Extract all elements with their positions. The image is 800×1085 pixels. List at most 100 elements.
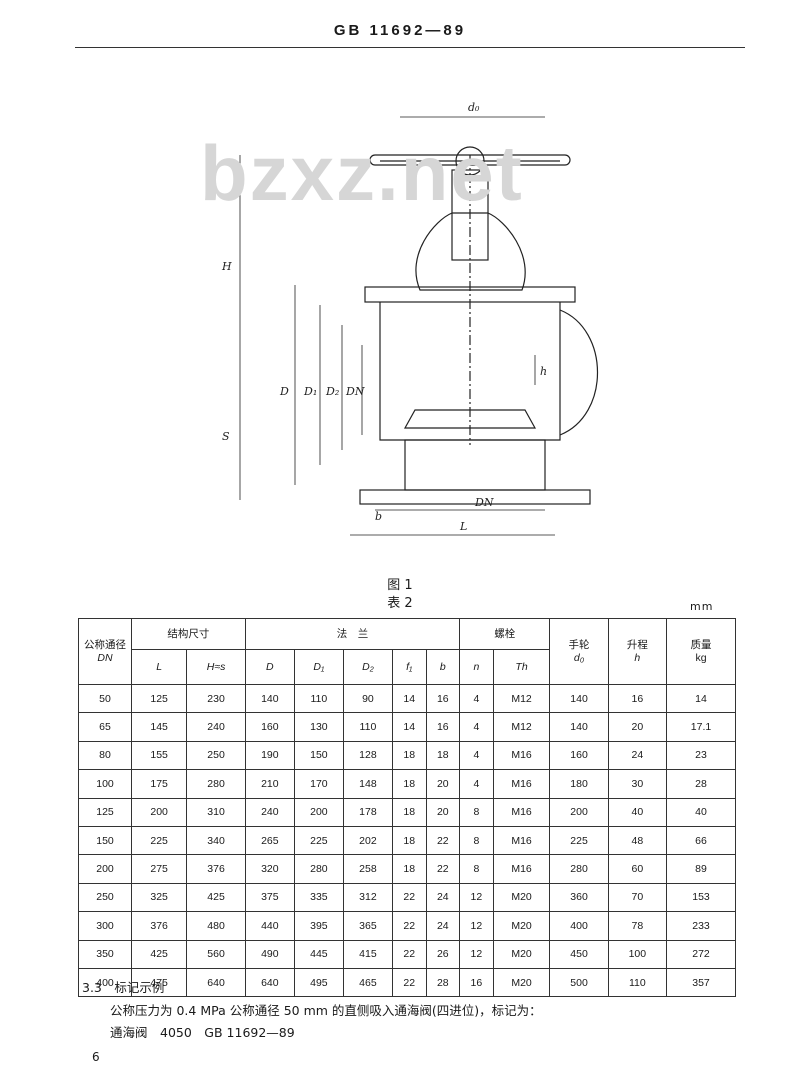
table-cell: 180 [549, 769, 609, 799]
table-cell: 240 [244, 797, 295, 827]
table-cell: 480 [186, 911, 246, 941]
table-cell: 4 [459, 740, 494, 771]
section-body: 公称压力为 0.4 MPa 公称通径 50 mm 的直侧吸入通海阀(四进位)，标… [110, 1003, 542, 1018]
table-cell: 23 [666, 740, 736, 771]
label-d: D [279, 385, 289, 398]
table-cell: 250 [78, 882, 132, 913]
table-cell: 18 [425, 740, 461, 771]
table-unit: mm [690, 600, 714, 613]
table-cell: 445 [293, 939, 344, 969]
table-cell: M20 [492, 967, 551, 998]
table-cell: 14 [666, 683, 736, 714]
table-cell: 24 [607, 740, 668, 771]
table-cell: 495 [293, 967, 344, 998]
label-d2: D₂ [325, 385, 339, 398]
table-cell: 425 [186, 882, 246, 913]
table-cell: 190 [244, 740, 295, 771]
table-cell: 4 [459, 683, 494, 714]
table-cell: 18 [391, 825, 427, 856]
section-mark: 通海阀 4050 GB 11692—89 [110, 1025, 295, 1040]
page-header: GB 11692—89 [333, 22, 467, 39]
table-cell: 202 [342, 825, 393, 856]
table-cell: 450 [549, 939, 609, 969]
table-cell: 66 [666, 825, 736, 856]
col-d1: D₁ [293, 649, 344, 685]
table-cell: 265 [244, 825, 295, 856]
table-cell: 8 [459, 854, 494, 884]
table-cell: 465 [342, 967, 393, 998]
table-cell: 65 [78, 712, 132, 742]
table-cell: 18 [391, 854, 427, 884]
label-dn: DN [345, 385, 365, 398]
table-cell: 140 [549, 712, 609, 742]
table-cell: M12 [492, 683, 551, 714]
table-cell: 110 [342, 712, 393, 742]
table-cell: 400 [549, 911, 609, 941]
table-cell: 340 [186, 825, 246, 856]
outlet-seat [404, 439, 546, 491]
table-cell: 24 [425, 882, 461, 913]
label-bottom-dn: DN [474, 496, 494, 509]
label-stroke: h [540, 365, 547, 378]
table-cell: 160 [244, 712, 295, 742]
table-cell: 12 [459, 911, 494, 941]
col-f: f₁ [391, 649, 427, 685]
table-cell: 275 [130, 854, 188, 884]
table-cell: 26 [425, 939, 461, 969]
table-cell: 60 [607, 854, 668, 884]
table-cell: 22 [391, 939, 427, 969]
table-cell: M16 [492, 797, 551, 827]
table-cell: 100 [607, 939, 668, 969]
table-cell: 230 [186, 683, 246, 714]
group-bolt: 螺栓 [459, 618, 551, 650]
table-cell: 376 [186, 854, 246, 884]
table-cell: 155 [130, 740, 188, 771]
table-cell: 22 [391, 911, 427, 941]
table-cell: 233 [666, 911, 736, 941]
side-chamber [559, 309, 599, 436]
table-cell: M20 [492, 911, 551, 941]
table-cell: M16 [492, 740, 551, 771]
table-cell: 16 [459, 967, 494, 998]
col-d: D [244, 649, 295, 685]
table-cell: 415 [342, 939, 393, 969]
table-cell: M12 [492, 712, 551, 742]
table-cell: 250 [186, 740, 246, 771]
table-cell: 78 [607, 911, 668, 941]
table-cell: 110 [607, 967, 668, 998]
table-cell: 150 [78, 825, 132, 856]
table-cell: 145 [130, 712, 188, 742]
table-cell: 200 [549, 797, 609, 827]
table-cell: 175 [130, 769, 188, 799]
table-cell: 90 [342, 683, 393, 714]
table-cell: 272 [666, 939, 736, 969]
section-title: 3.3 标记示例 [82, 980, 165, 995]
table-cell: 140 [549, 683, 609, 714]
table-cell: M16 [492, 825, 551, 856]
table-cell: 16 [425, 712, 461, 742]
table-cell: 14 [391, 712, 427, 742]
table-caption: 表 2 [387, 596, 413, 611]
col-l: L [130, 649, 188, 685]
table-cell: 22 [391, 967, 427, 998]
label-b: b [375, 510, 382, 523]
table-cell: 80 [78, 740, 132, 771]
table-cell: 125 [78, 797, 132, 827]
table-cell: M20 [492, 939, 551, 969]
table-cell: 12 [459, 882, 494, 913]
valve-bonnet [415, 212, 526, 291]
table-cell: 200 [293, 797, 344, 827]
col-th: Th [492, 649, 551, 685]
table-cell: 335 [293, 882, 344, 913]
table-cell: 12 [459, 939, 494, 969]
table-cell: 17.1 [666, 712, 736, 742]
